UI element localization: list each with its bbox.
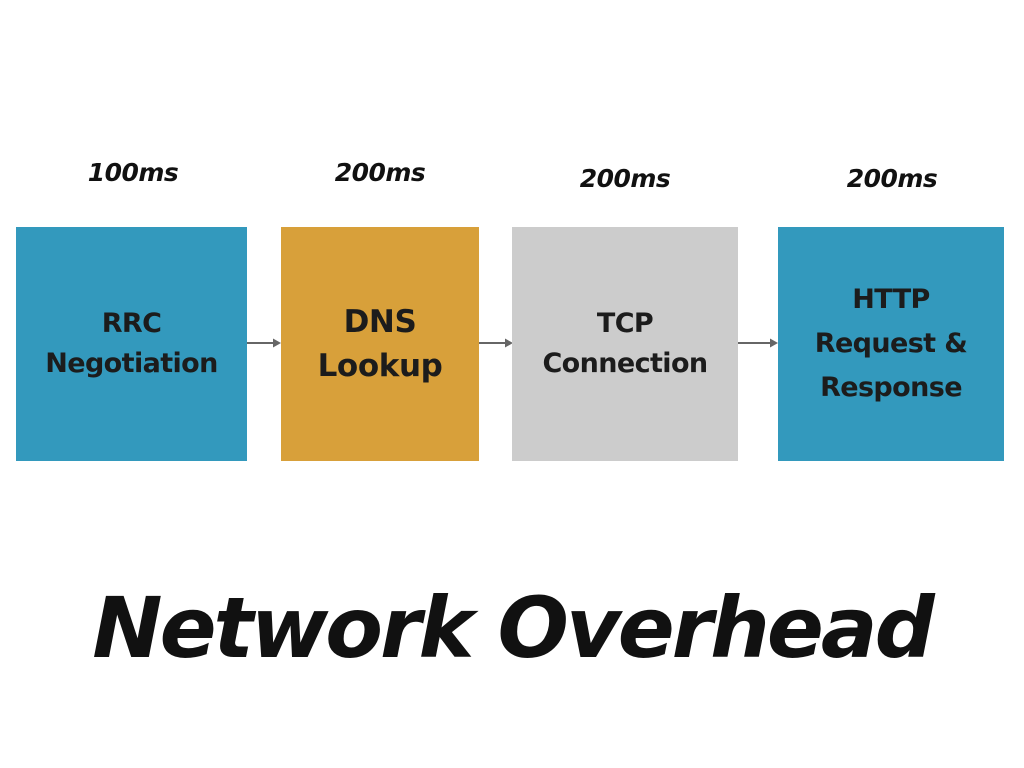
arrow-right-icon (738, 338, 778, 348)
step-label: HTTP Request & Response (809, 278, 974, 410)
step-box-tcp-connection: TCP Connection (512, 227, 738, 461)
step-box-rrc-negotiation: RRC Negotiation (16, 227, 247, 461)
diagram-title: Network Overhead (92, 579, 934, 677)
step-label-line: DNS (343, 304, 417, 340)
step-box-dns-lookup: DNS Lookup (281, 227, 479, 461)
arrow-right-icon (479, 338, 513, 348)
step-time-rrc: 100ms (87, 158, 179, 187)
step-label: TCP Connection (536, 304, 713, 384)
step-label-line: Request & (814, 328, 968, 359)
step-time-tcp: 200ms (579, 164, 671, 193)
step-label-line: Response (820, 372, 962, 403)
step-time-dns: 200ms (334, 158, 426, 187)
step-time-http: 200ms (846, 164, 938, 193)
step-label-line: HTTP (852, 284, 930, 315)
step-label-line: Connection (542, 348, 708, 379)
step-label-line: Lookup (317, 348, 443, 384)
arrow-right-icon (247, 338, 281, 348)
step-label-line: RRC (101, 308, 162, 339)
step-label-line: Negotiation (45, 348, 218, 379)
step-label-line: TCP (596, 308, 654, 339)
step-label: DNS Lookup (312, 300, 449, 388)
step-box-http-request-response: HTTP Request & Response (778, 227, 1004, 461)
step-label: RRC Negotiation (39, 304, 224, 384)
